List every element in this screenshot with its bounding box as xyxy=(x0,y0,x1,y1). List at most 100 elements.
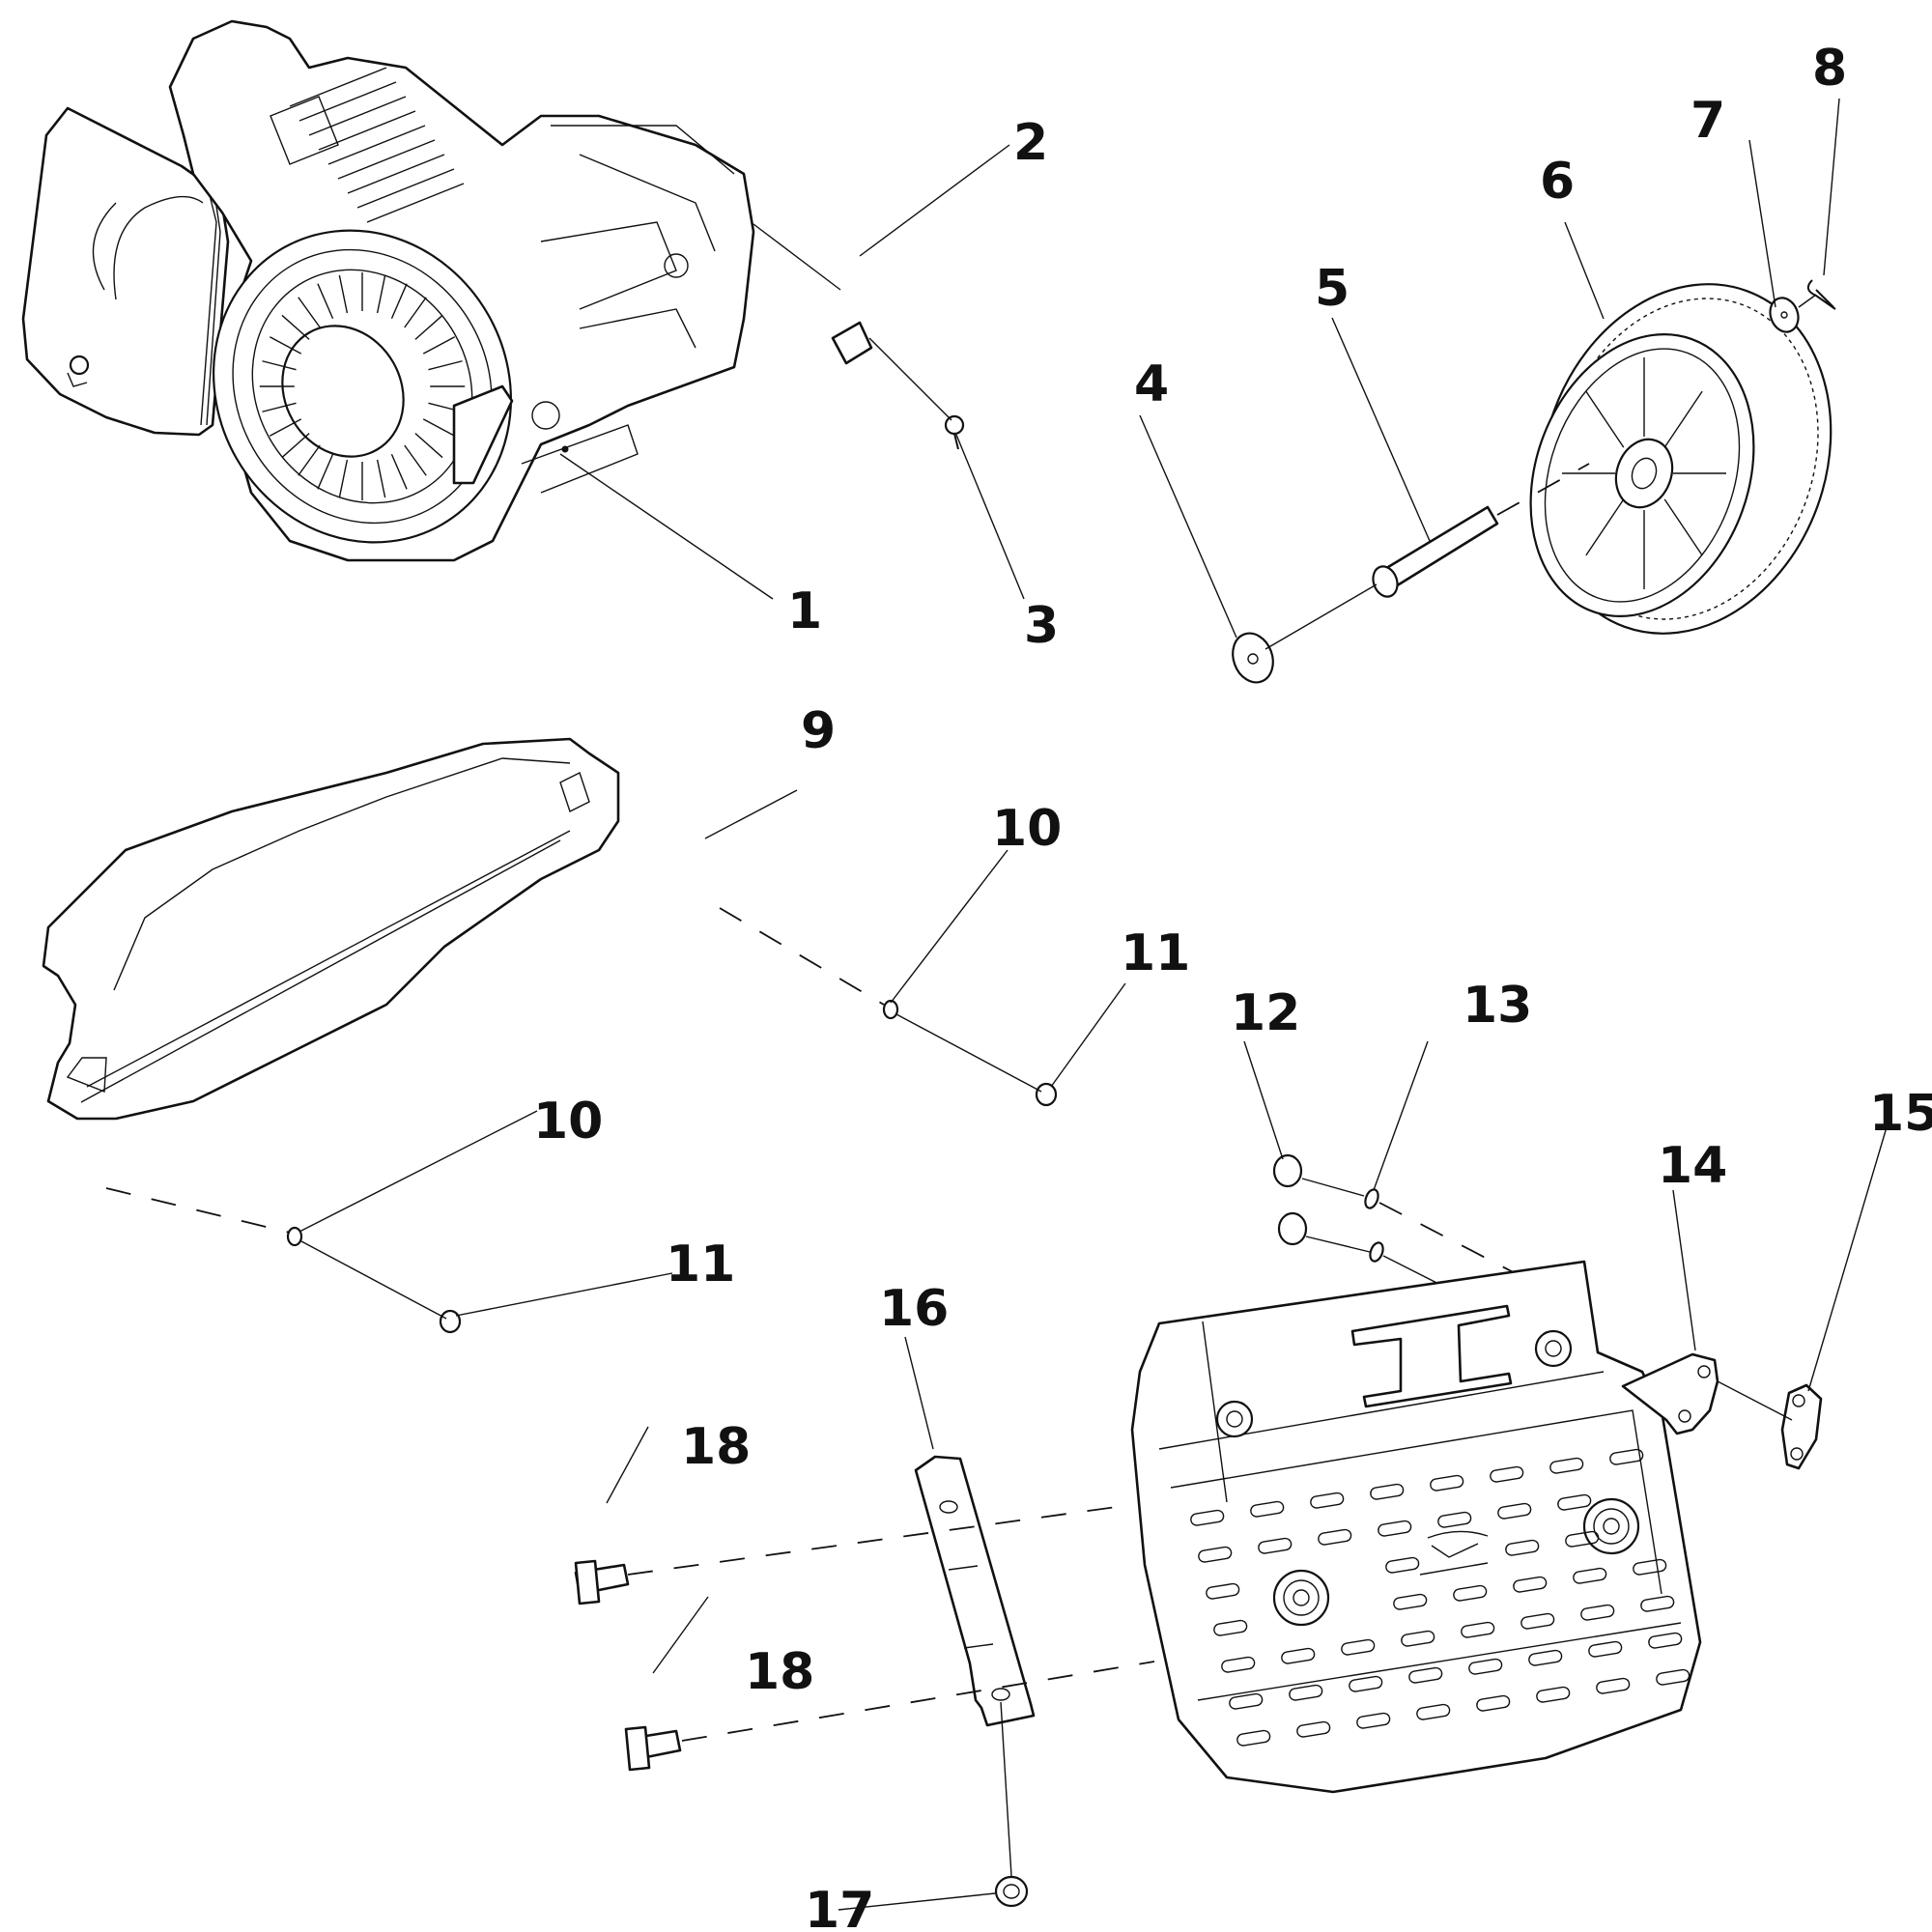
heat-shield-slot xyxy=(1505,1539,1540,1556)
heat-shield-slot xyxy=(1640,1595,1675,1612)
bolt-part-lower[interactable] xyxy=(439,1309,462,1334)
starter-slot xyxy=(317,283,334,320)
callout-3: 3 xyxy=(1024,597,1059,655)
starter-slot xyxy=(404,297,427,328)
heat-shield-slot xyxy=(1490,1465,1524,1483)
flange-bolt-part-18-upper[interactable] xyxy=(574,1559,630,1605)
heat-shield-slot xyxy=(1549,1457,1584,1474)
heat-shield-slot xyxy=(1289,1684,1323,1701)
starter-slot xyxy=(281,433,310,459)
flange-bolt-part-17[interactable] xyxy=(994,1875,1029,1908)
washer-part-upper[interactable] xyxy=(882,999,899,1020)
lock-washer-part[interactable] xyxy=(1363,1188,1385,1264)
heat-shield-slot xyxy=(1198,1546,1233,1563)
heat-shield-slot xyxy=(1476,1694,1511,1712)
axis-bolt18-lower xyxy=(681,1661,1155,1742)
heat-shield-slot xyxy=(1213,1619,1248,1636)
callout-16: 16 xyxy=(879,1280,949,1338)
starter-slot xyxy=(376,274,386,314)
heat-shield-slot xyxy=(1528,1649,1563,1666)
engine-part[interactable] xyxy=(21,19,755,597)
starter-slot xyxy=(338,274,349,314)
hair-pin-clip-part[interactable] xyxy=(1806,279,1836,310)
callout-15: 15 xyxy=(1869,1085,1932,1143)
heat-shield-slot xyxy=(1378,1520,1412,1537)
axis-washer-bolt-lower xyxy=(300,1240,447,1320)
starter-slot xyxy=(376,459,386,498)
axis-nut-washer-2 xyxy=(1305,1236,1371,1253)
callout-10b: 10 xyxy=(533,1093,603,1151)
axis-washer-to-clip xyxy=(1798,294,1817,308)
starter-slot xyxy=(262,402,297,412)
heat-shield-slot xyxy=(1190,1509,1225,1526)
leader-2 xyxy=(859,144,1010,257)
bolt-part-upper[interactable] xyxy=(1035,1082,1058,1107)
wheel-part[interactable] xyxy=(1492,243,1878,675)
wheel-spoke xyxy=(1585,390,1625,448)
bracket-plate-part[interactable] xyxy=(831,321,873,365)
callout-11b: 11 xyxy=(666,1236,735,1293)
axis-cover-upper xyxy=(719,907,885,1006)
axis-bracket-bolt17 xyxy=(1000,1701,1012,1877)
flange-nut-part[interactable] xyxy=(1272,1153,1308,1246)
callout-13: 13 xyxy=(1463,977,1532,1035)
heat-shield-slot xyxy=(1520,1612,1555,1630)
heat-shield-slot xyxy=(1236,1729,1271,1747)
heat-shield-slot xyxy=(1513,1576,1548,1593)
callout-2: 2 xyxy=(1013,114,1048,172)
heat-shield-slot xyxy=(1310,1492,1345,1509)
heat-shield-slot xyxy=(1453,1584,1488,1602)
heat-shield-slot xyxy=(1341,1638,1376,1656)
cover-part[interactable] xyxy=(42,737,620,1121)
axle-cap-part[interactable] xyxy=(1226,628,1279,689)
starter-slot xyxy=(414,314,443,340)
heat-shield-slot xyxy=(1393,1593,1428,1610)
axis-nut-washer-1 xyxy=(1301,1178,1365,1197)
axis-cover-lower xyxy=(105,1187,291,1234)
callout-8: 8 xyxy=(1812,40,1847,98)
heat-shield-slot xyxy=(1229,1692,1264,1710)
axis-bolt18-upper xyxy=(627,1504,1131,1576)
muffler-part[interactable] xyxy=(1130,1260,1702,1794)
washer-part-lower[interactable] xyxy=(286,1226,303,1247)
heat-shield-slot xyxy=(1609,1448,1644,1465)
starter-slot xyxy=(428,360,463,371)
heat-shield-slot xyxy=(1416,1703,1451,1720)
heat-shield-slot xyxy=(1206,1582,1240,1600)
gasket-part[interactable] xyxy=(1780,1383,1823,1470)
leader-11a xyxy=(1050,982,1126,1088)
heat-shield-slot xyxy=(1221,1656,1256,1673)
heat-shield-slot xyxy=(1250,1500,1285,1518)
muffler-bracket-part[interactable] xyxy=(914,1455,1036,1727)
heat-shield-slot xyxy=(1565,1530,1600,1548)
heat-shield-slot xyxy=(1497,1502,1532,1520)
callout-4: 4 xyxy=(1134,355,1169,413)
heat-shield-slot xyxy=(1536,1686,1571,1703)
screw-part[interactable] xyxy=(944,414,965,450)
callout-11a: 11 xyxy=(1121,924,1190,982)
flange-bolt-part-18-lower[interactable] xyxy=(624,1725,682,1772)
heat-shield-slot xyxy=(1648,1632,1683,1649)
callout-10a: 10 xyxy=(992,800,1062,858)
callout-17: 17 xyxy=(805,1882,874,1932)
starter-slot xyxy=(338,459,349,498)
axis-cap-to-shaft xyxy=(1264,583,1378,650)
starter-slot xyxy=(422,336,456,355)
leader-13 xyxy=(1373,1040,1429,1191)
leader-8 xyxy=(1823,98,1840,276)
leader-1 xyxy=(559,453,774,600)
heat-shield-slot xyxy=(1468,1658,1503,1675)
muffler-gasket-flange-part[interactable] xyxy=(1621,1352,1719,1435)
callout-18a: 18 xyxy=(681,1418,751,1476)
leader-lines xyxy=(298,98,1892,1911)
leader-16 xyxy=(904,1336,934,1450)
starter-slot xyxy=(422,418,456,437)
flat-washer-part[interactable] xyxy=(1766,294,1804,335)
leader-engine-to-plate xyxy=(753,223,841,291)
callout-6: 6 xyxy=(1540,153,1575,211)
axle-shaft-part[interactable] xyxy=(1369,505,1499,600)
wheel-spoke xyxy=(1663,390,1703,448)
axis-washer-bolt-upper xyxy=(895,1013,1042,1093)
leader-15 xyxy=(1807,1110,1892,1392)
